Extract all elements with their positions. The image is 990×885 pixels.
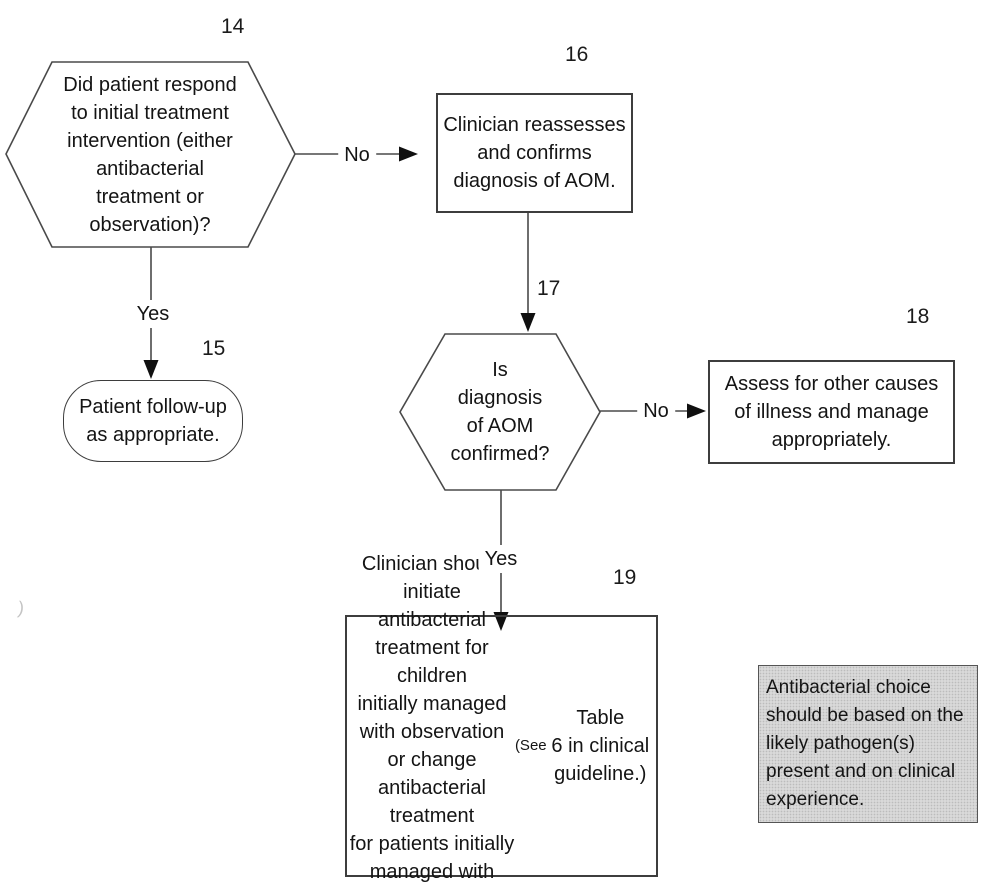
step-number-16: 16 (565, 43, 589, 66)
step-number-18: 18 (906, 305, 930, 328)
step-number-17: 17 (537, 277, 561, 300)
antibacterial-choice-note: Antibacterial choice should be based on … (758, 665, 978, 823)
process-19-text-tail: Table 6 in clinical guideline.) (551, 707, 650, 785)
process-19-text-main: Clinician should initiate antibacterial … (349, 553, 515, 883)
process-18-box: Assess for other causes of illness and m… (708, 360, 955, 464)
arrowhead-14-to-16 (399, 146, 418, 162)
process-16-box: Clinician reassesses and confirms diagno… (436, 93, 633, 213)
terminal-15-box: Patient follow-up as appropriate. (63, 380, 243, 462)
edge-label-yes-14-15: Yes (130, 300, 176, 328)
edge-label-yes-17-19: Yes (478, 545, 524, 573)
hexagon-14-shape (5, 61, 296, 248)
edge-label-no-17-18: No (637, 397, 675, 425)
arrowhead-17-to-18 (687, 403, 706, 419)
hexagon-17-shape (399, 333, 601, 491)
decision-14-text: Did patient respond to initial treatment… (63, 73, 237, 236)
step-number-15: 15 (202, 337, 226, 360)
decision-17-text: Is diagnosis of AOM confirmed? (450, 359, 550, 465)
arrowhead-14-to-15 (143, 360, 159, 379)
step-number-14: 14 (221, 15, 245, 38)
step-number-19: 19 (613, 566, 637, 589)
arrowhead-16-to-17 (520, 313, 536, 332)
process-19-see-note: (See (514, 737, 547, 754)
edge-label-no-14-16: No (338, 141, 376, 169)
process-19-box: Clinician should initiate antibacterial … (345, 553, 658, 883)
